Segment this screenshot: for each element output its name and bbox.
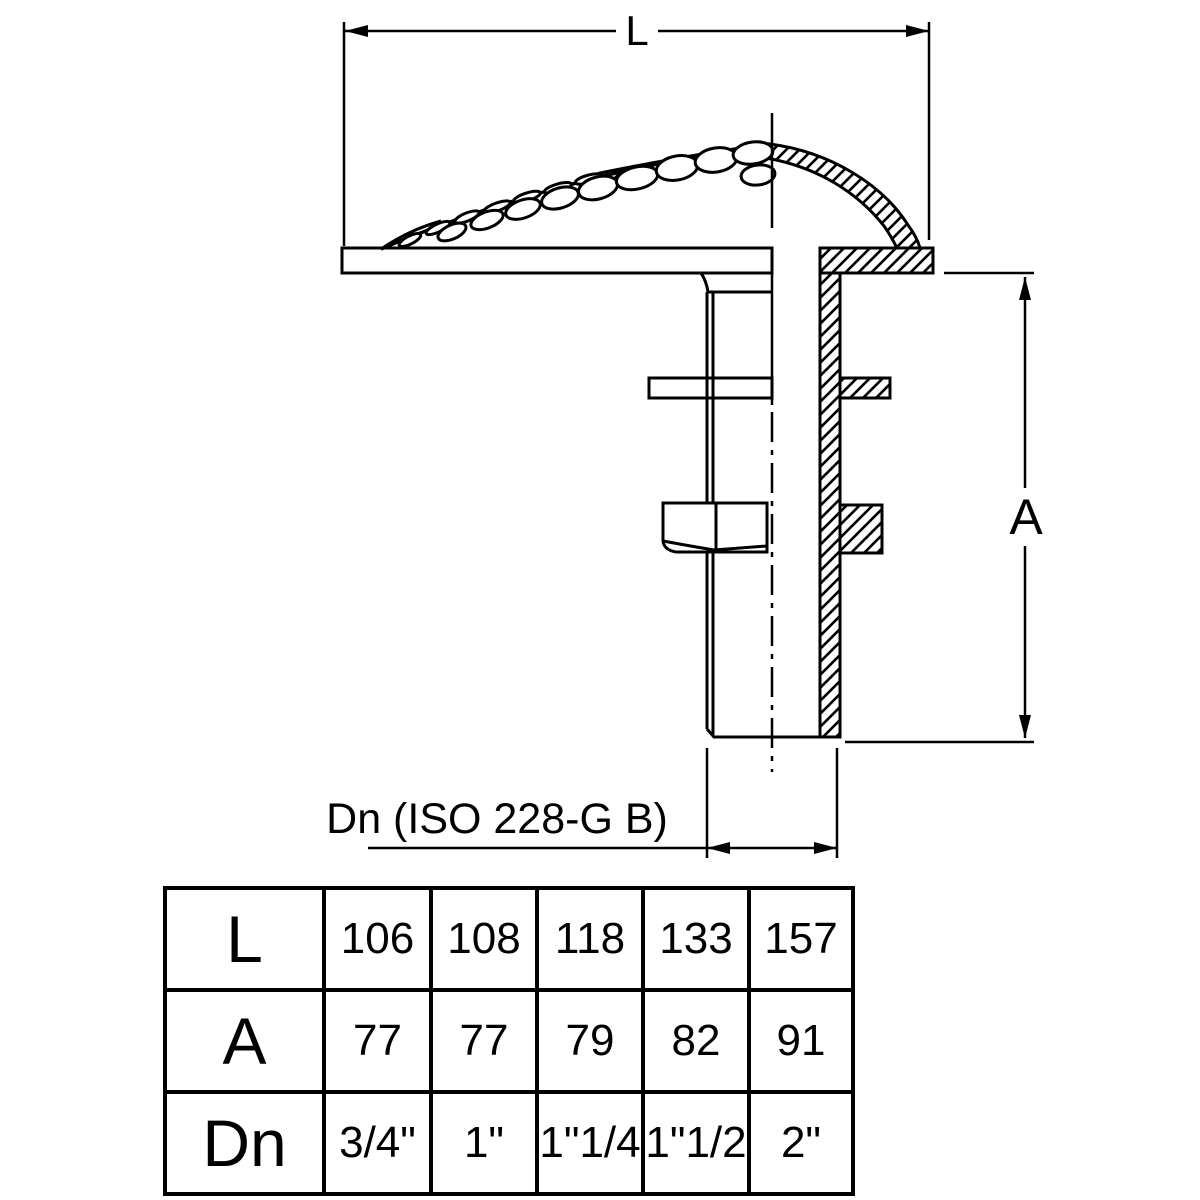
mounting-flange — [340, 246, 935, 275]
row-header-Dn: Dn — [163, 1090, 326, 1196]
arrowhead-down-icon — [1019, 715, 1031, 738]
dome-rim-edge — [380, 219, 442, 251]
locknut — [661, 501, 884, 555]
cell-L-5: 157 — [747, 886, 855, 992]
cell-Dn-4: 1"1/2 — [641, 1090, 751, 1196]
cell-L-1: 106 — [322, 886, 433, 992]
cell-A-2: 77 — [429, 988, 539, 1094]
perforations — [397, 140, 777, 249]
dim-label-L: L — [625, 7, 648, 54]
washer-section-hatched — [838, 376, 892, 400]
arrowhead-up-icon — [1019, 277, 1031, 300]
table-row-L: L 106 108 118 133 157 — [163, 886, 855, 992]
cell-L-4: 133 — [641, 886, 751, 992]
cell-Dn-2: 1" — [429, 1090, 539, 1196]
thread-end-chamfer — [705, 728, 716, 738]
cell-L-3: 118 — [535, 886, 645, 992]
dimension-A: A — [845, 271, 1043, 744]
cell-Dn-1: 3/4" — [322, 1090, 433, 1196]
strainer-cap — [380, 140, 922, 251]
cell-A-3: 79 — [535, 988, 645, 1094]
dimension-table: L 106 108 118 133 157 A 77 77 79 82 91 D… — [163, 886, 855, 1196]
neck-fillet — [699, 272, 710, 293]
row-header-A: A — [163, 988, 326, 1094]
washer — [647, 376, 892, 400]
row-header-L: L — [163, 886, 326, 992]
table-row-A: A 77 77 79 82 91 — [163, 988, 855, 1094]
dimension-L: L — [342, 7, 931, 246]
thru-hull-strainer-drawing: L A Dn (ISO 228-G B) — [326, 7, 1043, 858]
arrowhead-left-icon — [707, 842, 730, 854]
arrowhead-right-icon — [906, 25, 929, 37]
flange-section-hatched — [818, 246, 935, 275]
nut-chamfer-line — [662, 539, 768, 552]
cell-A-4: 82 — [641, 988, 751, 1094]
cell-Dn-3: 1"1/4 — [535, 1090, 645, 1196]
cell-A-5: 91 — [747, 988, 855, 1094]
dimension-table-container: L 106 108 118 133 157 A 77 77 79 82 91 D… — [163, 886, 855, 1196]
dimension-Dn: Dn (ISO 228-G B) — [326, 748, 839, 858]
cell-L-2: 108 — [429, 886, 539, 992]
nut-section-hatched — [838, 503, 884, 555]
arrowhead-left-icon — [345, 25, 368, 37]
dim-label-A: A — [1009, 489, 1043, 545]
cell-Dn-5: 2" — [747, 1090, 855, 1196]
arrowhead-right-icon — [814, 842, 837, 854]
cell-A-1: 77 — [322, 988, 433, 1094]
table-row-Dn: Dn 3/4" 1" 1"1/4 1"1/2 2" — [163, 1090, 855, 1196]
thread-spec-label: Dn (ISO 228-G B) — [326, 795, 668, 843]
pipe-wall-section — [818, 271, 842, 739]
